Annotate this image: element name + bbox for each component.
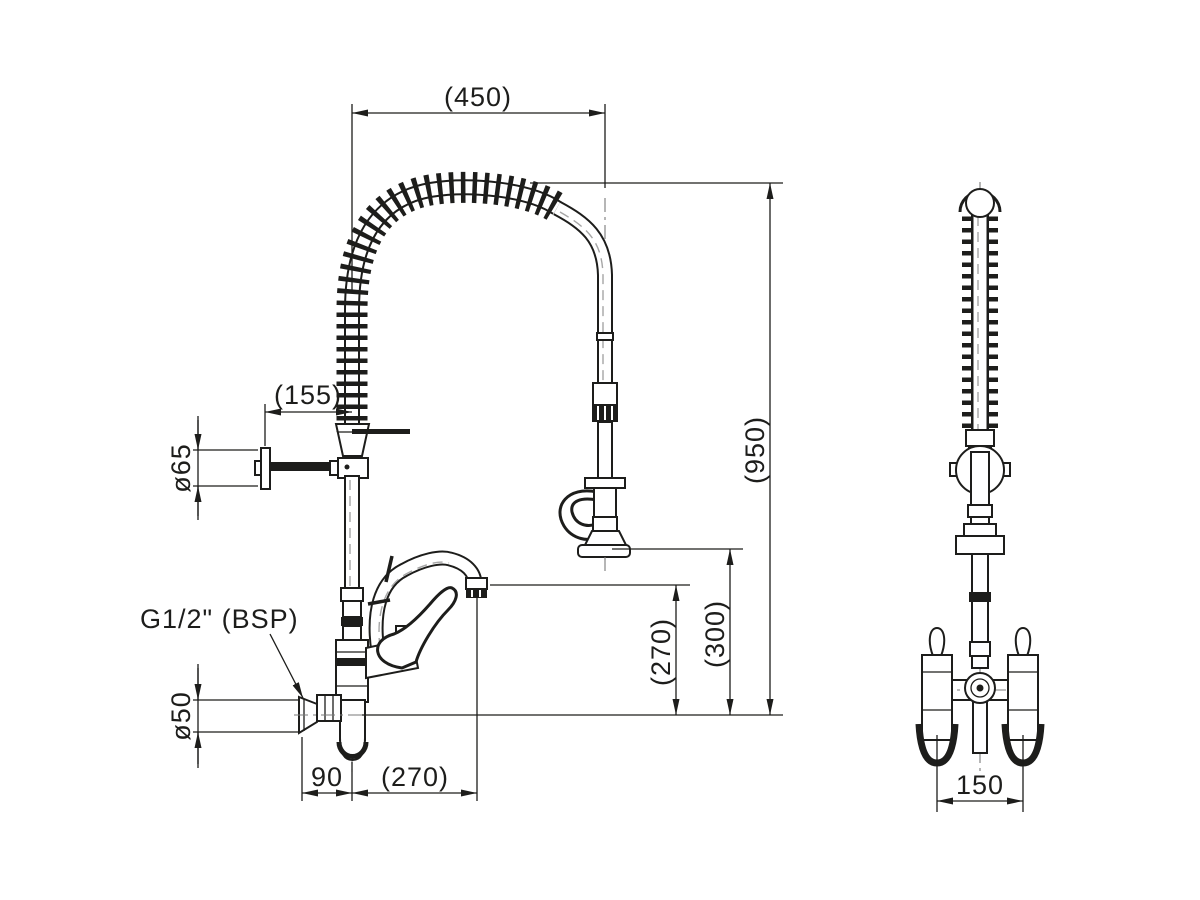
wall-bracket: [254, 447, 369, 490]
dimension-annotations: (450) (950) (300) (270) (155): [140, 82, 1024, 812]
dimension-total-height: (950): [362, 182, 783, 716]
wall-inlet: [294, 694, 380, 735]
dim-label-bracket-flange-dia: ø65: [166, 443, 196, 493]
spout-outlet: [465, 577, 488, 590]
inlet-thread-label: G1/2" (BSP): [140, 604, 299, 634]
valve-body: [335, 639, 369, 762]
side-valve-right: [1001, 626, 1045, 767]
dim-label-top-width: (450): [444, 82, 512, 112]
dim-label-inlet-spacing: 150: [956, 770, 1004, 800]
dimension-bracket-depth: (155): [264, 380, 352, 446]
leader-line: [269, 633, 304, 699]
dimension-top-width: (450): [351, 82, 606, 292]
dim-label-spout-height: (270): [646, 618, 676, 686]
dimension-inlet-flange-diameter: ø50: [166, 664, 299, 768]
dimension-spout-height: (270): [490, 584, 690, 715]
dimension-spray-outlet-height: (300): [612, 548, 743, 715]
addon-lever-handle: [376, 586, 458, 670]
dimension-inlet-spacing: 150: [936, 735, 1024, 812]
side-column: [949, 429, 1011, 669]
side-view: [915, 182, 1045, 775]
dim-label-bracket-depth: (155): [274, 380, 342, 410]
front-view: [254, 171, 631, 772]
hose-hook-blade: [352, 429, 410, 434]
hose-downtube: [553, 200, 614, 480]
dim-label-spray-outlet-height: (300): [700, 600, 730, 668]
spray-nozzle: [577, 544, 631, 558]
dimension-spout-reach: (270): [352, 598, 478, 801]
side-base: [915, 626, 1045, 767]
annotation-inlet-thread: G1/2" (BSP): [140, 604, 304, 699]
addon-faucet: [365, 550, 488, 680]
coiled-hose: [336, 171, 566, 432]
spray-head: [558, 382, 631, 572]
riser-column: [334, 423, 410, 641]
dim-label-spout-reach: (270): [381, 762, 449, 792]
dim-label-inlet-flange-dia: ø50: [166, 691, 196, 741]
dim-label-inlet-to-center: 90: [311, 762, 343, 792]
dimension-bracket-flange-diameter: ø65: [166, 416, 258, 520]
dim-label-total-height: (950): [740, 416, 770, 484]
side-hose-edge: [958, 188, 1002, 448]
hose-coil-ribs: [336, 171, 566, 432]
dimension-inlet-to-center: 90: [301, 737, 353, 801]
